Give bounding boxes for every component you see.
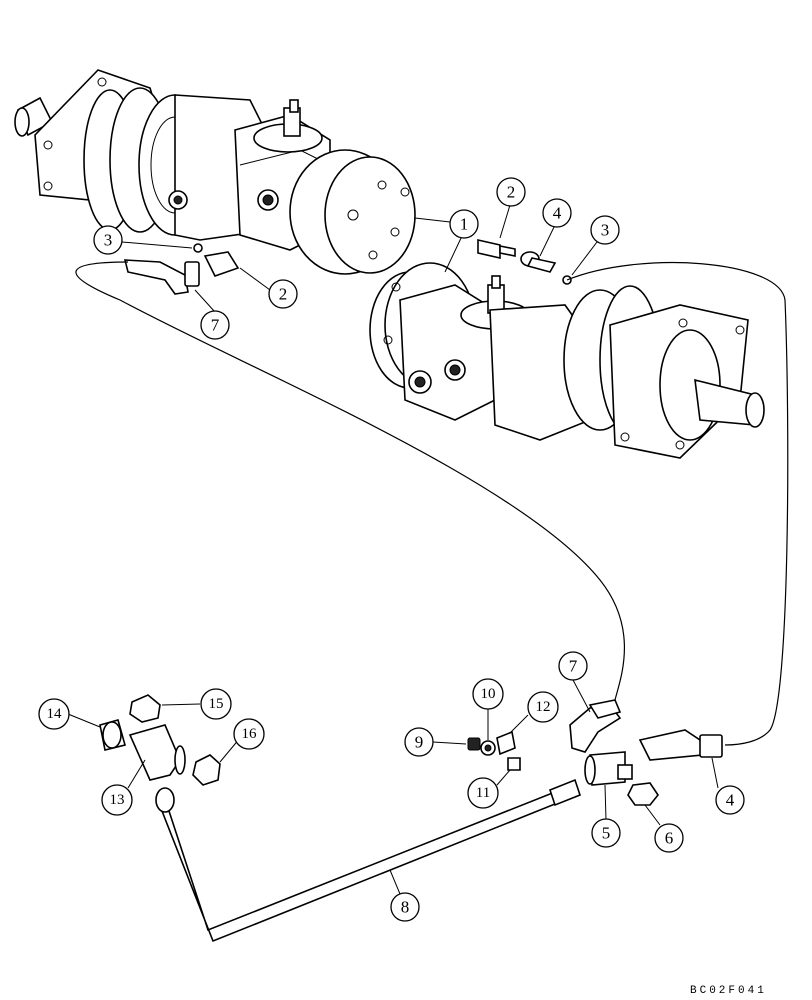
callout-1b: 1 [460,215,469,234]
lower-right-fittings [467,699,723,806]
svg-text:1: 1 [460,215,469,234]
callout-9: 9 [404,727,434,757]
callout-11: 11 [467,777,499,809]
svg-text:13: 13 [110,792,125,808]
svg-text:12: 12 [536,699,551,715]
callout-3b: 3 [590,215,620,245]
svg-text:6: 6 [665,829,674,848]
lower-left-fittings [99,694,221,786]
callout-7a: 7 [200,310,230,340]
svg-text:10: 10 [481,686,496,702]
lower-right-motor-assembly [369,262,765,459]
svg-text:11: 11 [476,785,490,801]
leader-lines [67,204,719,895]
callout-13: 13 [101,784,133,816]
callout-4a: 4 [542,198,572,228]
svg-text:4: 4 [553,204,562,223]
svg-text:3: 3 [601,221,610,240]
callout-10: 10 [472,678,504,710]
svg-text:16: 16 [242,726,258,742]
callout-14: 14 [38,698,70,730]
svg-text:9: 9 [415,733,424,752]
svg-text:2: 2 [507,183,516,202]
svg-text:15: 15 [209,696,224,712]
upper-fittings [123,238,572,295]
svg-text:14: 14 [47,706,63,722]
callout-2b: 2 [268,279,298,309]
callout-5: 5 [591,818,621,848]
svg-text:7: 7 [569,657,578,676]
callout-15: 15 [200,688,232,720]
callout-4b: 4 [715,785,745,815]
svg-text:8: 8 [401,898,410,917]
drawing-code: BC02F041 [690,985,767,997]
svg-text:2: 2 [279,285,288,304]
svg-text:4: 4 [726,791,735,810]
tube-assembly [155,778,581,943]
upper-left-motor-assembly [14,69,416,275]
callout-7b: 7 [558,651,588,681]
hoses [75,261,789,746]
callout-1a: 1 [449,209,479,239]
callout-3a: 3 [93,225,123,255]
callouts: 1 1 2 2 3 3 4 4 5 6 7 7 8 9 10 11 12 13 … [38,177,745,922]
callout-8: 8 [390,892,420,922]
callout-16: 16 [233,718,265,750]
svg-text:5: 5 [602,824,611,843]
svg-text:7: 7 [211,316,220,335]
svg-text:3: 3 [104,231,113,250]
callout-2a: 2 [496,177,526,207]
callout-12: 12 [527,691,559,723]
callout-6: 6 [654,823,684,853]
